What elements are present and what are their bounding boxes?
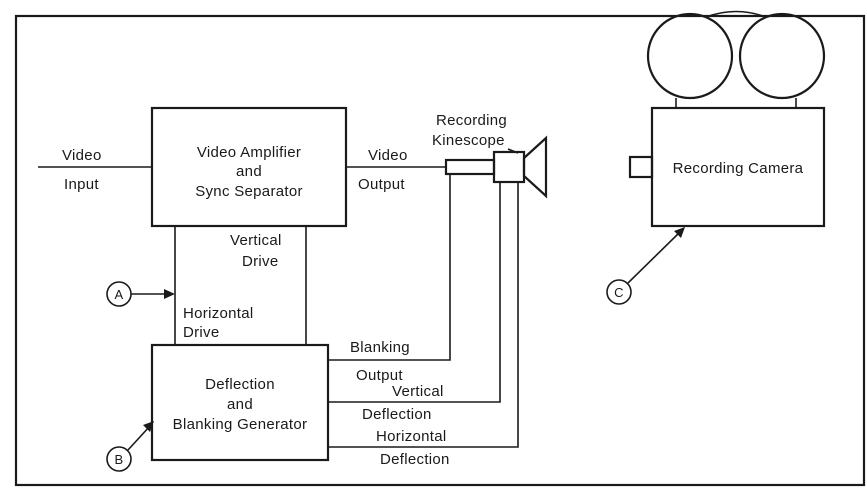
kinescope-label-line2: Kinescope bbox=[432, 132, 505, 149]
blanking-output-label-line1: Blanking bbox=[350, 339, 410, 356]
amplifier-label-line3: Sync Separator bbox=[195, 183, 303, 200]
vertical-deflection-line bbox=[328, 182, 501, 403]
horizontal-drive-label-line1: Horizontal bbox=[183, 305, 254, 322]
amplifier-label-line1: Video Amplifier bbox=[197, 144, 301, 161]
video-input-label-line1: Video bbox=[62, 147, 102, 164]
amplifier-label-line2: and bbox=[236, 163, 262, 180]
camera-label: Recording Camera bbox=[673, 160, 804, 177]
camera-reel-left bbox=[646, 12, 734, 100]
callout-a-arrowhead bbox=[164, 289, 175, 299]
horizontal-deflection-label-line1: Horizontal bbox=[376, 428, 447, 445]
horizontal-drive-label-line2: Drive bbox=[183, 324, 220, 341]
callout-b: B bbox=[106, 421, 154, 472]
video-output-label-line1: Video bbox=[368, 147, 408, 164]
horizontal-deflection-line bbox=[328, 182, 519, 448]
video-output-label-line2: Output bbox=[358, 176, 405, 193]
callout-c: C bbox=[606, 227, 685, 305]
blanking-output-line bbox=[328, 174, 451, 361]
vertical-drive-label-line1: Vertical bbox=[230, 232, 282, 249]
callout-c-letter: C bbox=[614, 285, 624, 300]
callout-b-arrowhead bbox=[143, 421, 154, 432]
deflection-generator-block: Deflection and Blanking Generator bbox=[150, 343, 330, 462]
video-amplifier-block: Video Amplifier and Sync Separator bbox=[150, 106, 348, 228]
deflection-label-line1: Deflection bbox=[205, 376, 275, 393]
callout-a: A bbox=[106, 281, 175, 307]
blanking-output-label-line2: Output bbox=[356, 367, 403, 384]
vertical-deflection-label-line2: Deflection bbox=[362, 406, 432, 423]
deflection-label-line3: Blanking Generator bbox=[173, 416, 308, 433]
diagram-frame bbox=[14, 14, 866, 487]
camera-reel-right bbox=[738, 12, 826, 100]
kinescope-pointer bbox=[507, 148, 519, 154]
callout-b-letter: B bbox=[115, 452, 124, 467]
callout-a-letter: A bbox=[115, 287, 124, 302]
horizontal-deflection-label-line2: Deflection bbox=[380, 451, 450, 468]
kinescope-label-line1: Recording bbox=[436, 112, 507, 129]
camera-film-loop bbox=[705, 10, 767, 18]
drive-connection bbox=[174, 226, 307, 345]
deflection-label-line2: and bbox=[227, 396, 253, 413]
vertical-deflection-label-line1: Vertical bbox=[392, 383, 444, 400]
camera-lens bbox=[628, 155, 654, 179]
video-input-label-line2: Input bbox=[64, 176, 99, 193]
vertical-drive-label-line2: Drive bbox=[242, 253, 279, 270]
callout-c-arrowhead bbox=[674, 227, 685, 238]
recording-camera: Recording Camera bbox=[628, 10, 826, 228]
